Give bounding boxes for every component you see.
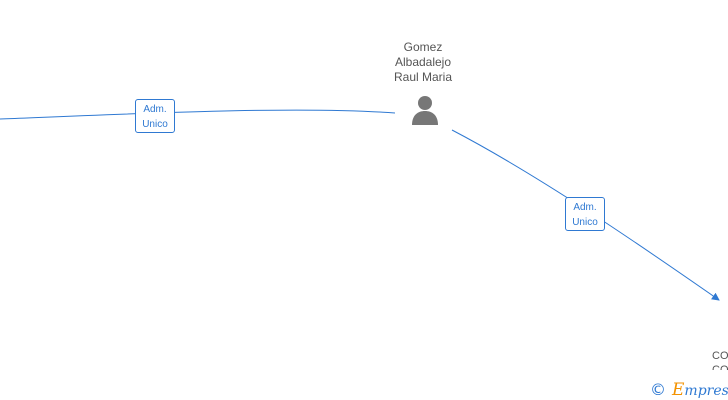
edge-line-left bbox=[0, 109, 396, 120]
brand-logo-rest: mpresia bbox=[684, 383, 728, 399]
company-node-name-clipped[interactable]: CO CO bbox=[712, 349, 728, 370]
brand-logo-initial: E bbox=[672, 380, 685, 400]
copyright-brand: © Empresia bbox=[650, 380, 728, 400]
edge-label-line-1: Adm. bbox=[573, 202, 597, 213]
edge-label-adm-unico[interactable]: Adm. Unico bbox=[135, 99, 175, 133]
person-name-line-3: Raul Maria bbox=[393, 70, 453, 84]
edge-label-line-1: Adm. bbox=[143, 104, 167, 115]
copyright-icon: © bbox=[650, 380, 666, 399]
company-name-line-2: CO bbox=[712, 364, 728, 370]
edge-label-line-2: Unico bbox=[572, 217, 598, 228]
person-icon[interactable] bbox=[409, 94, 441, 126]
edge-label-adm-unico[interactable]: Adm. Unico bbox=[565, 197, 605, 231]
person-name-line-1: Gomez bbox=[403, 40, 443, 54]
person-name-line-2: Albadalejo bbox=[394, 55, 452, 69]
brand-logo: Empresia bbox=[672, 380, 728, 400]
company-name-line-1: CO bbox=[712, 350, 728, 362]
edge-label-line-2: Unico bbox=[142, 119, 168, 130]
person-name[interactable]: Gomez Albadalejo Raul Maria bbox=[378, 40, 468, 85]
